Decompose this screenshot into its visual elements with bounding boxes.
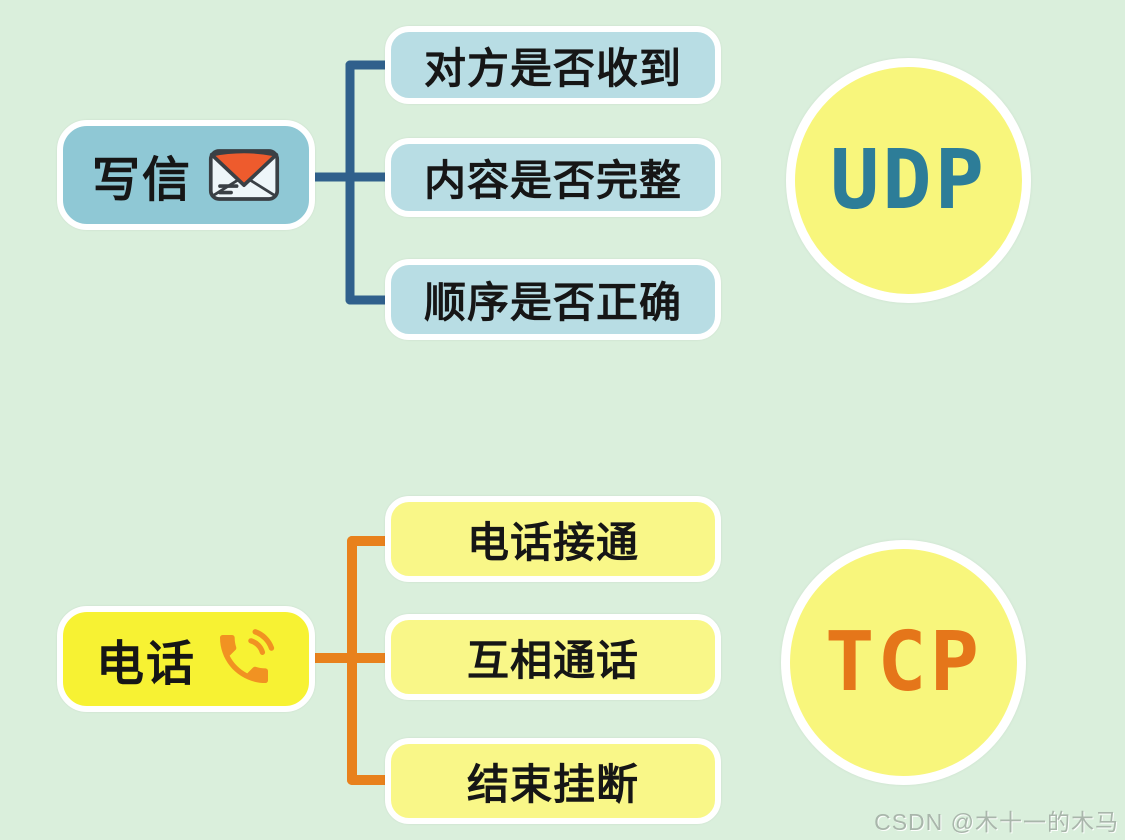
- node-label: 顺序是否正确: [423, 278, 682, 327]
- node-letter-label: 写信: [91, 152, 192, 208]
- node-label: 对方是否收到: [423, 43, 682, 93]
- udp-branch-lines: [308, 60, 395, 305]
- node-label: 结束挂断: [466, 759, 639, 809]
- node-label: 互相通话: [466, 635, 639, 685]
- node-tcp-step-3: 结束挂断: [385, 738, 721, 824]
- node-udp-question-1: 对方是否收到: [385, 26, 721, 104]
- udp-badge: UDP: [786, 58, 1031, 303]
- node-udp-question-3: 顺序是否正确: [385, 259, 721, 340]
- tcp-badge-label: TCP: [824, 615, 983, 710]
- node-phone-label: 电话: [95, 636, 196, 692]
- tcp-badge: TCP: [781, 540, 1026, 785]
- envelope-icon: [208, 149, 280, 201]
- phone-icon: [220, 629, 275, 683]
- node-label: 电话接通: [466, 517, 639, 567]
- udp-badge-label: UDP: [829, 133, 988, 228]
- watermark: CSDN @木十一的木马: [874, 809, 1119, 835]
- node-letter: 写信: [57, 120, 315, 230]
- node-tcp-step-1: 电话接通: [385, 496, 721, 582]
- node-tcp-step-2: 互相通话: [385, 614, 721, 700]
- tcp-branch-lines: [308, 536, 397, 785]
- node-label: 内容是否完整: [423, 156, 682, 205]
- node-phone: 电话: [57, 606, 315, 712]
- node-udp-question-2: 内容是否完整: [385, 138, 721, 217]
